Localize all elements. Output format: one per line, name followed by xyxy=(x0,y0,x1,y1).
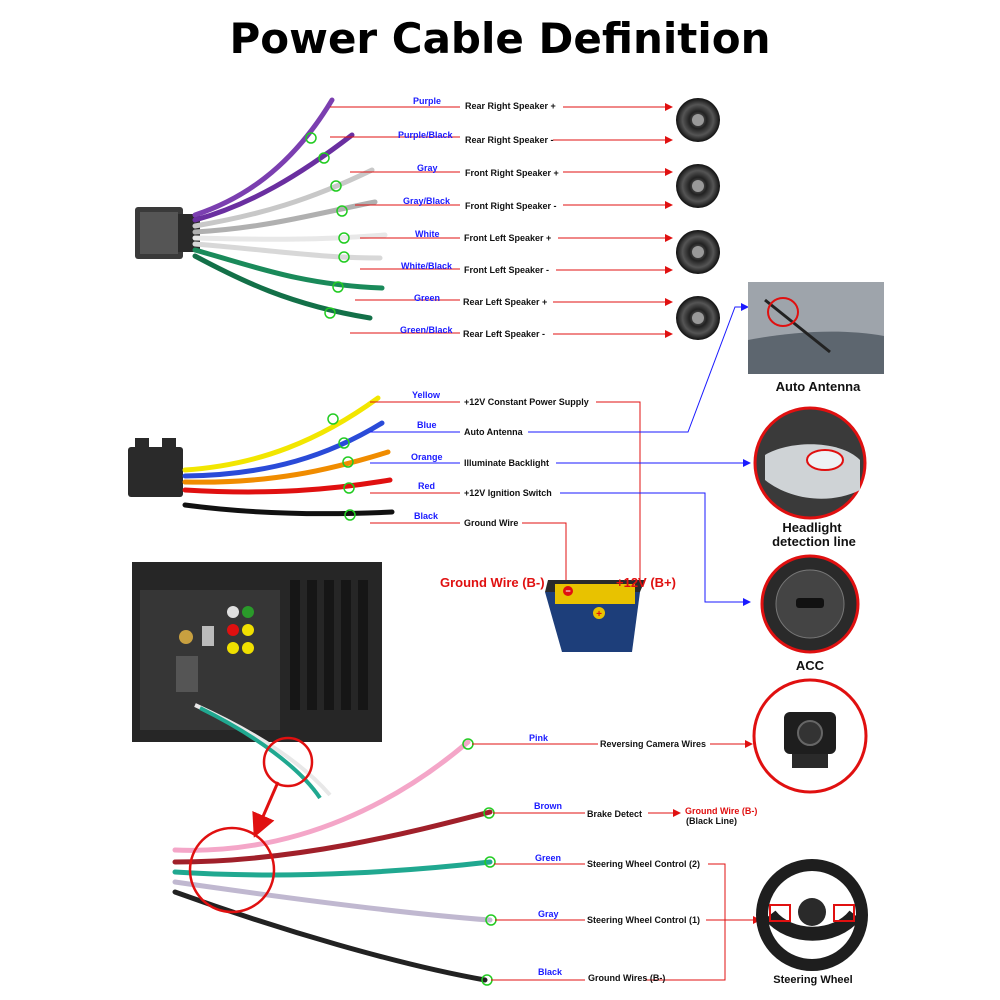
reversing-camera-photo xyxy=(752,678,868,794)
power-connector xyxy=(128,438,183,497)
wire-function-front-left-plus: Front Left Speaker + xyxy=(464,233,552,243)
svg-text:−: − xyxy=(565,586,570,596)
wire-function-rear-right-plus: Rear Right Speaker + xyxy=(465,101,556,111)
wire-color-purple-black: Purple/Black xyxy=(398,130,453,140)
wire-function-front-right-minus: Front Right Speaker - xyxy=(465,201,557,211)
wire-color-white: White xyxy=(415,229,440,239)
wire-color-yellow: Yellow xyxy=(412,390,441,400)
wire-color-red: Red xyxy=(418,481,436,491)
speaker-icon-front-left xyxy=(676,230,720,274)
wire-color-blue: Blue xyxy=(417,420,437,430)
speaker-connection-lines xyxy=(330,103,673,338)
bundle-highlight-circle xyxy=(188,826,276,914)
wire-function-illuminate-backlight: Illuminate Backlight xyxy=(464,458,550,468)
wire-function-rear-left-plus: Rear Left Speaker + xyxy=(463,297,548,307)
wire-function-rear-left-minus: Rear Left Speaker - xyxy=(463,329,546,339)
wire-color-black: Black xyxy=(414,511,439,521)
wire-color-orange: Orange xyxy=(411,452,443,462)
headlight-photo xyxy=(753,406,867,520)
wire-color-gray-swc: Gray xyxy=(538,909,559,919)
caption-acc: ACC xyxy=(795,658,825,673)
wire-color-black-ground: Black xyxy=(538,967,563,977)
battery-positive-label: +12V (B+) xyxy=(616,575,676,590)
speaker-icon-rear-left xyxy=(676,296,720,340)
wire-color-green-swc: Green xyxy=(535,853,562,863)
svg-text:+: + xyxy=(596,609,602,620)
wire-function-ground-wire: Ground Wire xyxy=(464,518,519,528)
battery-icon: + − xyxy=(545,580,645,652)
power-wire-markers xyxy=(327,413,356,521)
wire-color-gray-black: Gray/Black xyxy=(403,196,451,206)
wire-function-front-right-plus: Front Right Speaker + xyxy=(465,168,559,178)
wire-color-green-black: Green/Black xyxy=(400,325,453,335)
brake-note-ground: Ground Wire (B-) xyxy=(685,806,758,816)
wire-function-rear-right-minus: Rear Right Speaker - xyxy=(465,135,554,145)
caption-steering-wheel: Steering Wheel xyxy=(773,974,853,986)
head-unit xyxy=(132,562,382,838)
wire-color-gray: Gray xyxy=(417,163,438,173)
wire-function-swc-1: Steering Wheel Control (1) xyxy=(587,915,701,925)
speaker-wire-bundle xyxy=(192,97,388,321)
power-wire-bundle xyxy=(182,395,395,517)
wire-color-white-black: White/Black xyxy=(401,261,453,271)
speaker-icon-front-right xyxy=(676,164,720,208)
acc-ignition-photo xyxy=(760,554,860,654)
wire-color-pink: Pink xyxy=(529,733,549,743)
speaker-icon-rear-right xyxy=(676,98,720,142)
wire-function-reversing-camera: Reversing Camera Wires xyxy=(600,739,706,749)
brake-note-black-line: (Black Line) xyxy=(686,816,738,826)
wire-function-ignition-switch: +12V Ignition Switch xyxy=(464,488,552,498)
wire-function-ground-wires: Ground Wires (B-) xyxy=(588,973,666,983)
wire-color-green: Green xyxy=(414,293,441,303)
wire-function-front-left-minus: Front Left Speaker - xyxy=(464,265,550,275)
caption-detection-line: detection line xyxy=(772,534,856,549)
wire-color-brown: Brown xyxy=(534,801,562,811)
bottom-wire-bundle xyxy=(172,739,493,983)
auto-antenna-photo xyxy=(748,282,884,374)
steering-wheel-photo xyxy=(756,859,868,971)
speaker-wire-markers xyxy=(305,132,350,319)
caption-headlight: Headlight xyxy=(782,520,842,535)
wire-function-auto-antenna: Auto Antenna xyxy=(464,427,523,437)
caption-auto-antenna: Auto Antenna xyxy=(775,379,861,394)
wire-color-purple: Purple xyxy=(413,96,442,106)
speaker-connector xyxy=(135,207,200,259)
diagram-title: Power Cable Definition xyxy=(229,14,771,63)
wire-function-constant-power: +12V Constant Power Supply xyxy=(464,397,589,407)
bottom-connection-lines xyxy=(472,740,761,981)
battery-ground-label: Ground Wire (B-) xyxy=(440,575,545,590)
wire-function-swc-2: Steering Wheel Control (2) xyxy=(587,859,701,869)
wire-function-brake-detect: Brake Detect xyxy=(587,809,643,819)
